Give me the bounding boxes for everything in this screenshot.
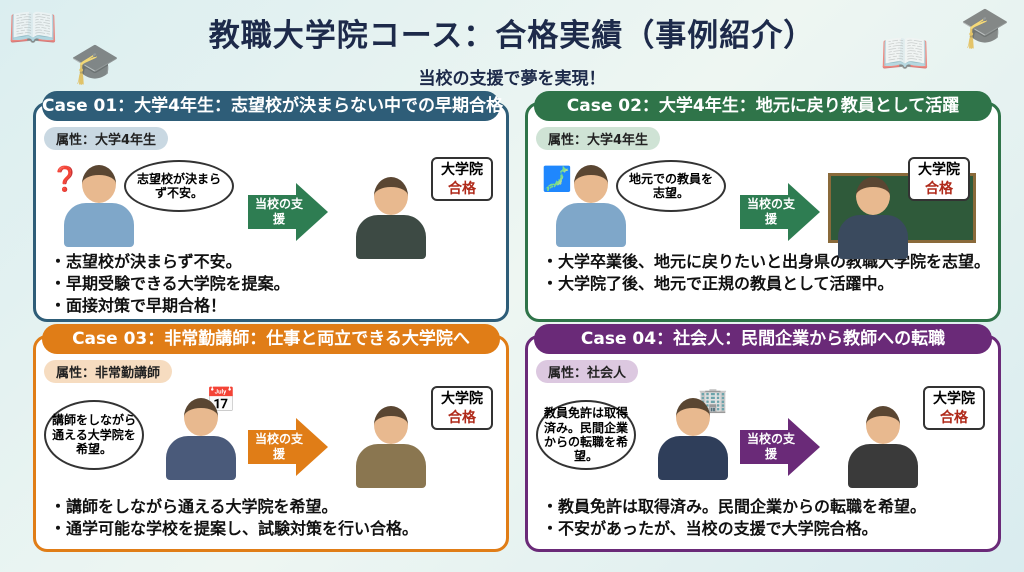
support-arrow: 当校の支援 bbox=[740, 418, 822, 476]
case-bullets: ・教員免許は取得済み。民間企業からの転職を希望。・不安があったが、当校の支援で大… bbox=[542, 496, 926, 540]
pass-badge: 大学院 合格 bbox=[908, 157, 970, 201]
graduation-cap-icon: 🎓 bbox=[70, 41, 120, 87]
bullet-item: ・志望校が決まらず不安。 bbox=[50, 252, 242, 271]
case-title: Case 02：大学4年生：地元に戻り教員として活躍 bbox=[534, 91, 992, 121]
support-arrow: 当校の支援 bbox=[248, 183, 330, 241]
support-label: 当校の支援 bbox=[746, 432, 795, 461]
bullet-item: ・面接対策で早期合格！ bbox=[50, 296, 227, 315]
case-title: Case 03：非常勤講師：仕事と両立できる大学院へ bbox=[42, 324, 500, 354]
book-icon: 📖 bbox=[880, 31, 930, 77]
thought-bubble: 講師をしながら通える大学院を希望。 bbox=[44, 400, 144, 470]
bullet-item: ・大学卒業後、地元に戻りたいと出身県の教職大学院を志望。 bbox=[542, 252, 991, 271]
pass-badge: 大学院 合格 bbox=[923, 386, 985, 430]
case-bullets: ・講師をしながら通える大学院を希望。・通学可能な学校を提案し、試験対策を行い合格… bbox=[50, 496, 418, 540]
case-card-4: Case 04：社会人：民間企業から教師への転職 属性：社会人 🏢 教員免許は取… bbox=[525, 324, 1001, 552]
bullet-item: ・教員免許は取得済み。民間企業からの転職を希望。 bbox=[542, 497, 927, 516]
thought-bubble: 教員免許は取得済み。民間企業からの転職を希望。 bbox=[536, 400, 636, 470]
support-arrow: 当校の支援 bbox=[248, 418, 330, 476]
case-bullets: ・大学卒業後、地元に戻りたいと出身県の教職大学院を志望。・大学院了後、地元で正規… bbox=[542, 251, 990, 295]
question-mark-icon: ❓ bbox=[50, 165, 80, 193]
case-card-2: Case 02：大学4年生：地元に戻り教員として活躍 属性：大学4年生 🗾 地元… bbox=[525, 91, 1001, 322]
bullet-item: ・通学可能な学校を提案し、試験対策を行い合格。 bbox=[50, 519, 419, 538]
bullet-item: ・大学院了後、地元で正規の教員として活躍中。 bbox=[542, 274, 894, 293]
attribute-badge: 属性：大学4年生 bbox=[536, 127, 661, 150]
support-label: 当校の支援 bbox=[254, 432, 303, 461]
graduation-cap-icon: 🎓 bbox=[960, 5, 1010, 51]
attribute-badge: 属性：社会人 bbox=[536, 360, 639, 383]
thought-bubble: 地元での教員を志望。 bbox=[616, 160, 726, 212]
bullet-item: ・講師をしながら通える大学院を希望。 bbox=[50, 497, 338, 516]
support-arrow: 当校の支援 bbox=[740, 183, 822, 241]
attribute-badge: 属性：非常勤講師 bbox=[44, 360, 173, 383]
case-card-3: Case 03：非常勤講師：仕事と両立できる大学院へ 属性：非常勤講師 📅 講師… bbox=[33, 324, 509, 552]
bullet-item: ・早期受験できる大学院を提案。 bbox=[50, 274, 290, 293]
attribute-badge: 属性：大学4年生 bbox=[44, 127, 169, 150]
case-bullets: ・志望校が決まらず不安。・早期受験できる大学院を提案。・面接対策で早期合格！ bbox=[50, 251, 290, 317]
book-icon: 📖 bbox=[8, 5, 58, 51]
case-card-1: Case 01：大学4年生：志望校が決まらない中での早期合格 属性：大学4年生 … bbox=[33, 91, 509, 322]
thought-bubble: 志望校が決まらず不安。 bbox=[124, 160, 234, 212]
case-title: Case 01：大学4年生：志望校が決まらない中での早期合格 bbox=[42, 91, 503, 121]
pass-badge: 大学院 合格 bbox=[431, 386, 493, 430]
support-label: 当校の支援 bbox=[254, 197, 303, 226]
page-subtitle: 当校の支援で夢を実現！ bbox=[418, 69, 606, 89]
japan-map-icon: 🗾 bbox=[542, 165, 572, 193]
bullet-item: ・不安があったが、当校の支援で大学院合格。 bbox=[542, 519, 878, 538]
case-title: Case 04：社会人：民間企業から教師への転職 bbox=[534, 324, 992, 354]
pass-badge: 大学院 合格 bbox=[431, 157, 493, 201]
support-label: 当校の支援 bbox=[746, 197, 795, 226]
page-title: 教職大学院コース：合格実績（事例紹介） bbox=[208, 18, 816, 54]
